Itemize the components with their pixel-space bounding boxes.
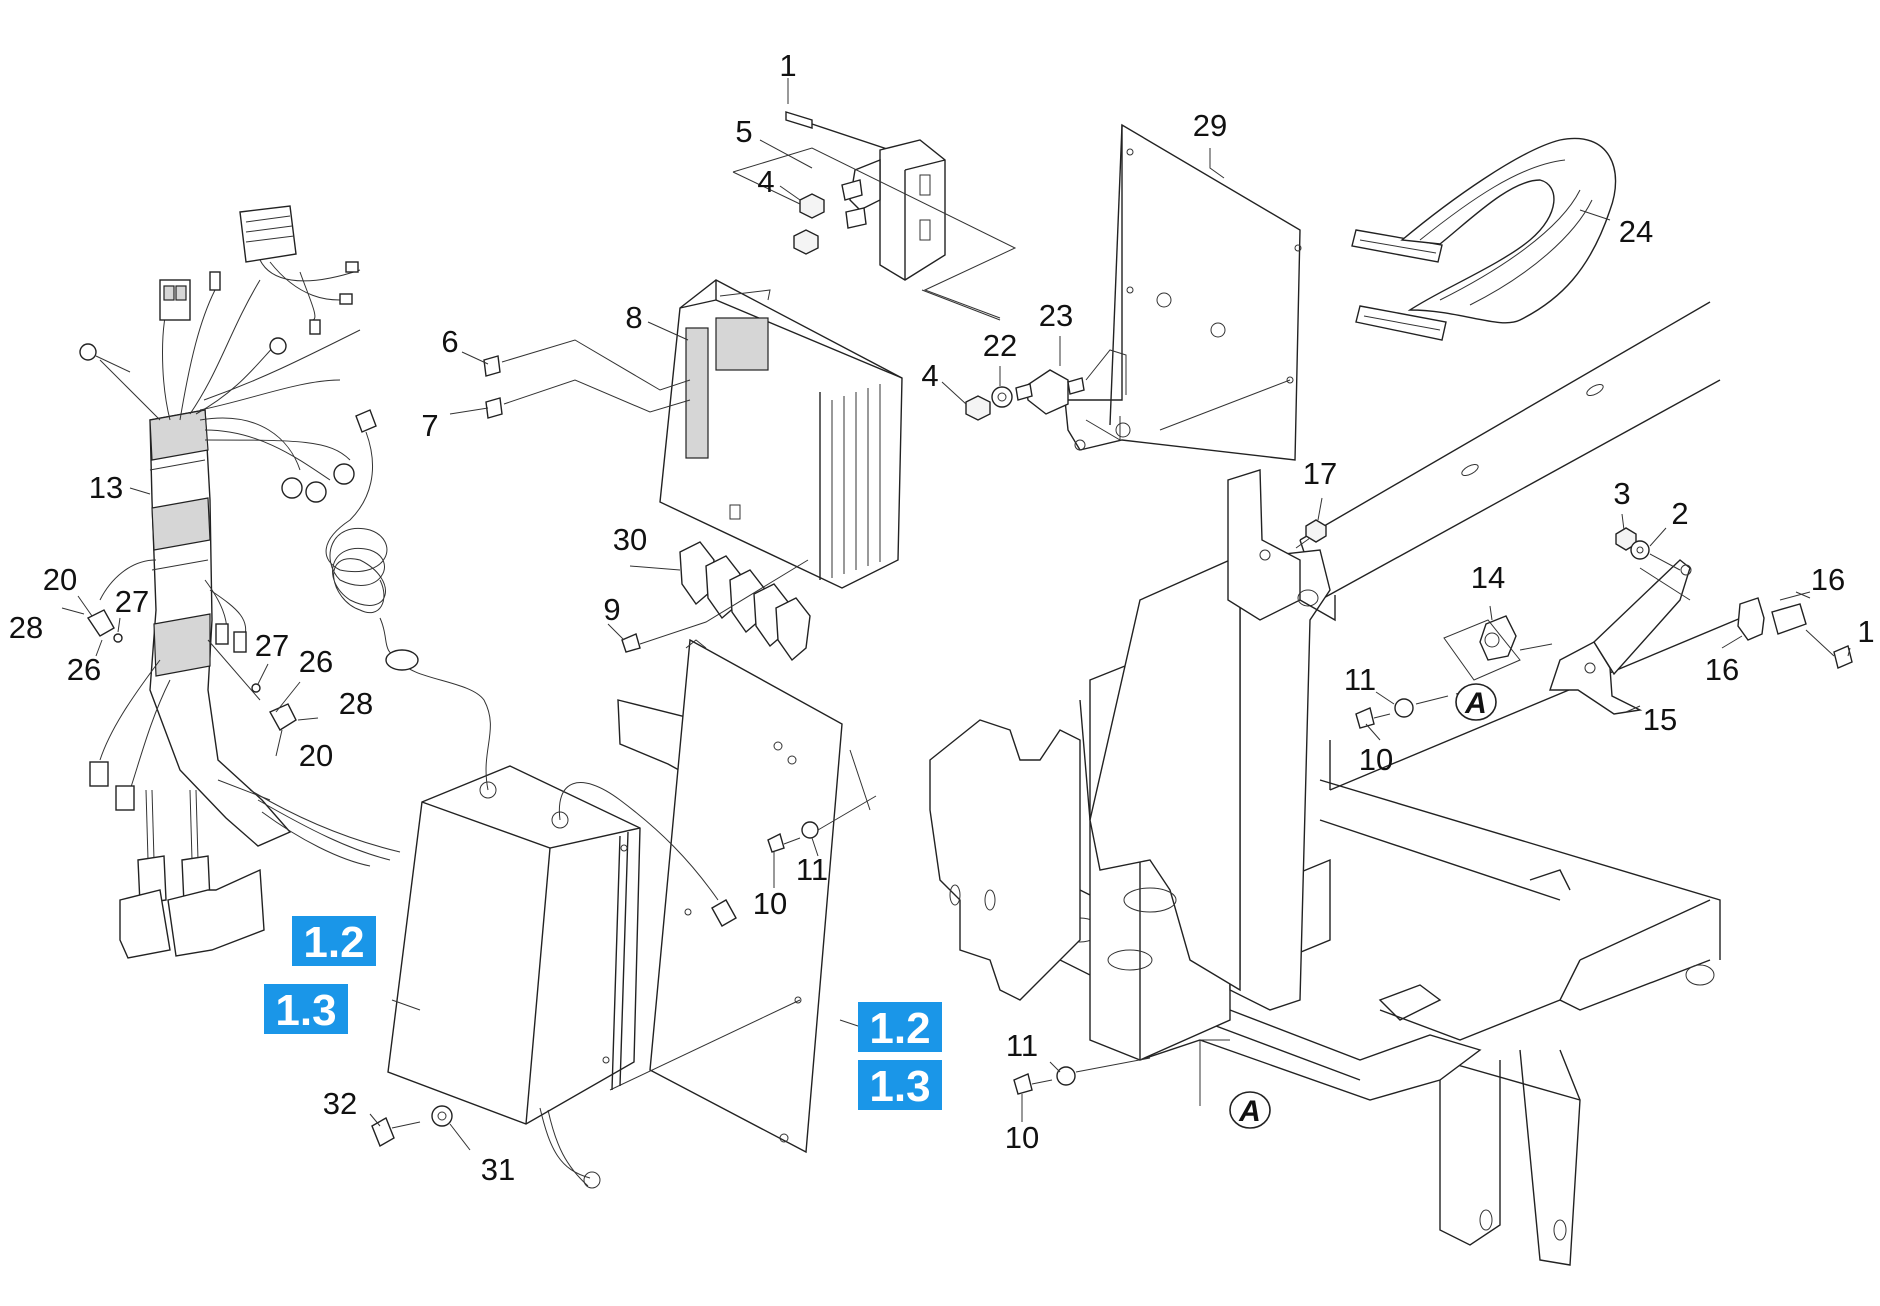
- detail-mark-a2: A: [1229, 1091, 1271, 1129]
- callout-1: 1: [779, 48, 796, 83]
- callout-26: 26: [67, 652, 101, 687]
- clips-30: [679, 541, 811, 662]
- mounting-plate: [609, 638, 871, 1154]
- callout-28: 28: [339, 686, 373, 721]
- callout-10: 10: [753, 886, 787, 921]
- top-bracket-assembly: [732, 111, 1017, 319]
- callout-10: 10: [1005, 1120, 1039, 1155]
- detail-mark-label: A: [1464, 687, 1487, 720]
- callout-4: 4: [757, 164, 774, 199]
- bumper-14: [1443, 615, 1553, 681]
- callout-23: 23: [1039, 298, 1073, 333]
- section-ref-label: 1.2: [869, 1004, 930, 1053]
- panel-29: [1064, 123, 1302, 461]
- detail-mark-label: A: [1238, 1095, 1261, 1128]
- wiring-harness-13: [61, 205, 419, 959]
- section-ref-label: 1.3: [275, 986, 336, 1035]
- callout-16: 16: [1811, 562, 1845, 597]
- section-ref-1-2-right[interactable]: 1.2: [858, 1002, 942, 1053]
- callout-17: 17: [1303, 456, 1337, 491]
- callout-26: 26: [299, 644, 333, 679]
- section-ref-label: 1.3: [869, 1062, 930, 1111]
- screw-10-washer-11-mid: [767, 795, 877, 853]
- nut-17: [1295, 519, 1327, 549]
- section-ref-1-3-left[interactable]: 1.3: [264, 984, 348, 1035]
- callout-27: 27: [115, 584, 149, 619]
- callout-31: 31: [481, 1152, 515, 1187]
- screw-9: [621, 559, 809, 653]
- callout-13: 13: [89, 470, 123, 505]
- callout-27: 27: [255, 628, 289, 663]
- chassis-frame: [929, 301, 1761, 1266]
- transformer-box: [387, 659, 737, 1189]
- nut-3-washer-2: [1615, 527, 1681, 571]
- callout-numbers: 1 5 4 8 6 7 4 22 23 29 24 13 20 27 28 26…: [9, 48, 1875, 1187]
- section-ref-1-3-right[interactable]: 1.3: [858, 1060, 942, 1111]
- controller-box-8: [659, 279, 903, 589]
- connector-6-7: [483, 339, 691, 419]
- callout-1: 1: [1857, 614, 1874, 649]
- callout-15: 15: [1643, 702, 1677, 737]
- callout-20: 20: [43, 562, 77, 597]
- callout-20: 20: [299, 738, 333, 773]
- screw-10-washer-11-low: [1013, 1057, 1151, 1095]
- detail-mark-a1: A: [1455, 683, 1497, 721]
- callout-30: 30: [613, 522, 647, 557]
- callout-24: 24: [1619, 214, 1653, 249]
- callout-29: 29: [1193, 108, 1227, 143]
- callout-2: 2: [1671, 496, 1688, 531]
- callout-4: 4: [921, 358, 938, 393]
- callout-22: 22: [983, 328, 1017, 363]
- callout-28: 28: [9, 610, 43, 645]
- callout-32: 32: [323, 1086, 357, 1121]
- standoff-parts: [921, 289, 1127, 421]
- section-ref-1-2-left[interactable]: 1.2: [292, 916, 376, 967]
- callout-3: 3: [1613, 476, 1630, 511]
- callout-6: 6: [441, 324, 458, 359]
- callout-14: 14: [1471, 560, 1505, 595]
- callout-11: 11: [1006, 1028, 1038, 1063]
- screw-10-washer-11-right: [1355, 695, 1449, 729]
- ribbon-cable-24: [1351, 137, 1617, 341]
- callout-8: 8: [625, 300, 642, 335]
- screw-32-washer-31: [371, 1105, 453, 1148]
- bracket-15: [1549, 559, 1692, 715]
- callout-7: 7: [421, 408, 438, 443]
- callout-5: 5: [735, 114, 752, 149]
- clamps-16: [1737, 591, 1853, 669]
- callout-10: 10: [1359, 742, 1393, 777]
- callout-9: 9: [603, 592, 620, 627]
- callout-11: 11: [796, 852, 828, 887]
- section-ref-label: 1.2: [303, 918, 364, 967]
- callout-11: 11: [1344, 662, 1376, 697]
- callout-16: 16: [1705, 652, 1739, 687]
